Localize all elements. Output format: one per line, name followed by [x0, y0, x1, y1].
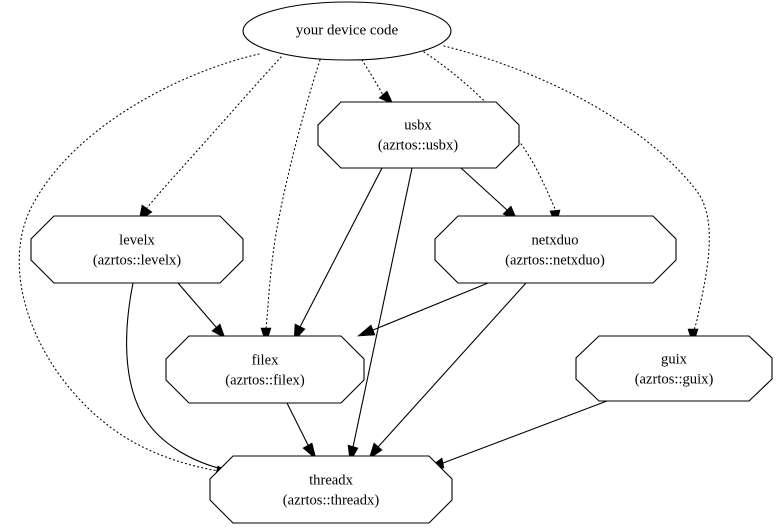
node-usbx[interactable]: usbx (azrtos::usbx) — [317, 101, 520, 169]
edge-usbx-to-filex — [293, 167, 383, 342]
node-label-netxduo-name: netxduo — [531, 232, 578, 248]
node-label-threadx-name: threadx — [309, 472, 353, 488]
node-levelx[interactable]: levelx (azrtos::levelx) — [30, 215, 244, 284]
edge-device-to-usbx — [361, 59, 394, 105]
edge-device-to-guix — [443, 45, 710, 347]
edge-guix-to-threadx — [426, 400, 608, 470]
node-label-filex-package: (azrtos::filex) — [225, 372, 305, 388]
edge-filex-to-threadx — [286, 402, 317, 460]
node-label-threadx-package: (azrtos::threadx) — [283, 492, 380, 508]
node-label-levelx-package: (azrtos::levelx) — [93, 252, 181, 268]
node-label-usbx-package: (azrtos::usbx) — [378, 137, 458, 153]
node-shape-octagon — [317, 101, 520, 169]
node-shape-octagon — [434, 215, 677, 284]
node-threadx[interactable]: threadx (azrtos::threadx) — [209, 455, 453, 524]
node-shape-octagon — [209, 455, 453, 524]
edge-levelx-to-filex — [177, 282, 226, 339]
node-label-usbx-name: usbx — [404, 117, 432, 133]
node-label-your-device-code: your device code — [296, 22, 399, 38]
node-shape-octagon — [575, 335, 773, 402]
node-filex[interactable]: filex (azrtos::filex) — [165, 335, 365, 404]
node-label-guix-package: (azrtos::guix) — [635, 371, 714, 387]
edge-usbx-to-threadx — [347, 167, 413, 463]
edge-netxduo-to-filex — [357, 282, 489, 337]
node-shape-ellipse — [242, 1, 452, 61]
node-your-device-code[interactable]: your device code — [242, 1, 452, 61]
edge-device-to-levelx — [138, 56, 282, 222]
node-label-levelx-name: levelx — [119, 232, 155, 248]
node-guix[interactable]: guix (azrtos::guix) — [575, 335, 773, 402]
node-netxduo[interactable]: netxduo (azrtos::netxduo) — [434, 215, 677, 284]
node-label-filex-name: filex — [252, 352, 279, 368]
edge-device-to-filex — [260, 59, 321, 346]
node-shape-octagon — [165, 335, 365, 404]
edge-netxduo-to-threadx — [368, 282, 527, 460]
node-shape-octagon — [30, 215, 244, 284]
node-label-netxduo-package: (azrtos::netxduo) — [505, 252, 605, 268]
node-label-guix-name: guix — [661, 351, 688, 367]
edge-usbx-to-netxduo — [460, 167, 518, 221]
